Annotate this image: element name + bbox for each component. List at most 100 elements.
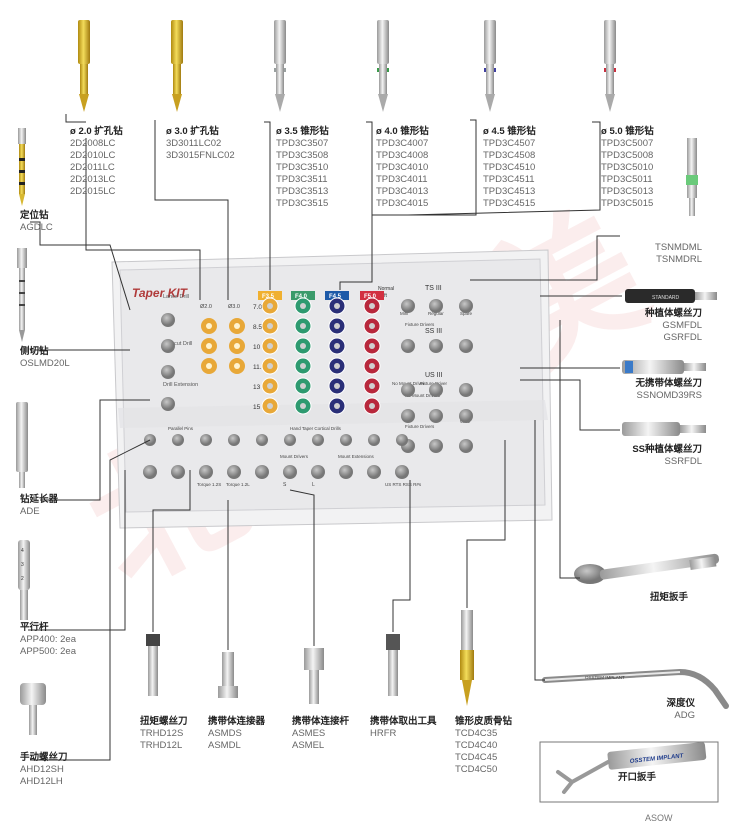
row-label-extension: Drill Extension: [163, 382, 198, 388]
reamer-slot-core: [206, 363, 212, 369]
bottom-socket: [256, 434, 268, 446]
size-tab-4: F5.0: [364, 294, 377, 300]
section-mount-drivers: Mount Drivers: [280, 454, 309, 459]
driver-socket: [429, 299, 443, 313]
drill-slot-core: [267, 363, 273, 369]
driver-socket: [429, 439, 443, 453]
size-tab-1: F3.5: [262, 294, 275, 300]
bottom-socket: [172, 434, 184, 446]
drill-slot-core: [300, 303, 306, 309]
drill-slot-core: [300, 363, 306, 369]
left-socket: [161, 397, 175, 411]
driver-socket: [459, 383, 473, 397]
bottom-socket: [255, 465, 269, 479]
size-tab-box-4: [360, 291, 384, 300]
length-label-3: 10: [253, 344, 261, 351]
label-torque-wrench: 扭矩扳手: [649, 592, 688, 603]
row-label-sidecut: Sidecut Drill: [163, 341, 192, 347]
mount-extension: [304, 648, 324, 704]
reamer-slot-core: [234, 363, 240, 369]
drill-slot-core: [300, 383, 306, 389]
top-drill-6: [604, 20, 616, 112]
tsnm-driver: [686, 138, 698, 216]
reamer-slot-core: [234, 323, 240, 329]
bottom-socket: [227, 465, 241, 479]
bottom-socket: [367, 465, 381, 479]
bottom-socket: [200, 434, 212, 446]
drill-slot-core: [369, 303, 375, 309]
svg-text:3: 3: [21, 562, 24, 568]
leader-line-18: [534, 420, 545, 681]
drill-slot-core: [369, 323, 375, 329]
left-socket: [161, 365, 175, 379]
leader-line-2: [85, 138, 201, 300]
driver-socket: [401, 409, 415, 423]
section-fixture-drivers: Fixture Drivers: [405, 322, 435, 327]
mount-connector: [218, 652, 238, 698]
bottom-socket: [368, 434, 380, 446]
small-spare: Spare: [460, 311, 473, 316]
section-ss3: SS III: [425, 328, 442, 335]
top-drills: [78, 20, 616, 112]
drill-slot-core: [300, 403, 306, 409]
depth-gauge: OSSTEM IMPLANT: [542, 668, 729, 709]
gauge-brand: OSSTEM IMPLANT: [585, 675, 625, 680]
leader-line-3: [154, 120, 229, 300]
size-tab-3: F4.5: [329, 294, 342, 300]
reamer-slot-core: [206, 343, 212, 349]
reamer-slot-core: [234, 343, 240, 349]
drill-slot-core: [369, 383, 375, 389]
section-no-mount: No Mount Drivers: [405, 393, 441, 398]
driver-socket: [401, 299, 415, 313]
parallel-pin: 432: [18, 540, 30, 620]
bottom-socket: [228, 434, 240, 446]
torque-wrench: [574, 553, 720, 584]
tray-brand: Taper KIT: [132, 286, 189, 300]
driver-socket: [459, 339, 473, 353]
leader-lines: [28, 114, 622, 761]
small-regular: Regular: [428, 311, 444, 316]
length-label-6: 15: [253, 404, 261, 411]
driver-socket: [459, 439, 473, 453]
small-torque-s: Torque 1.2S: [197, 482, 221, 487]
leader-line-22: [392, 480, 411, 632]
ssno-driver: [622, 360, 706, 374]
leader-line-17: [559, 320, 580, 579]
length-label-2: 8.5: [253, 324, 262, 331]
leader-line-16: [520, 379, 620, 431]
standard-mark: STANDARD: [652, 295, 680, 301]
mount-remover: [386, 634, 400, 696]
drill-slot-core: [334, 403, 340, 409]
section-mount-ext: Mount Extensions: [338, 454, 375, 459]
left-socket: [161, 339, 175, 353]
length-label-4: 11.5: [253, 364, 266, 371]
driver-socket: [401, 339, 415, 353]
small-d30: Ø3.0: [228, 304, 240, 310]
drill-slot-core: [267, 323, 273, 329]
driver-socket: [429, 383, 443, 397]
section-ts3: TS III: [425, 285, 442, 292]
leader-line-21: [289, 489, 315, 646]
bottom-socket: [340, 434, 352, 446]
marker-normal: Normal: [378, 286, 394, 292]
length-label-5: 13: [253, 384, 261, 391]
driver-socket: [401, 383, 415, 397]
bottom-socket: [171, 465, 185, 479]
bottom-socket: [143, 465, 157, 479]
leader-line-7: [407, 121, 601, 216]
top-drill-4: [377, 20, 389, 112]
drill-slot-core: [369, 343, 375, 349]
drill-slot-core: [267, 403, 273, 409]
hand-screwdriver: [20, 683, 46, 735]
cortical-drill: [460, 610, 474, 706]
bottom-socket: [284, 434, 296, 446]
